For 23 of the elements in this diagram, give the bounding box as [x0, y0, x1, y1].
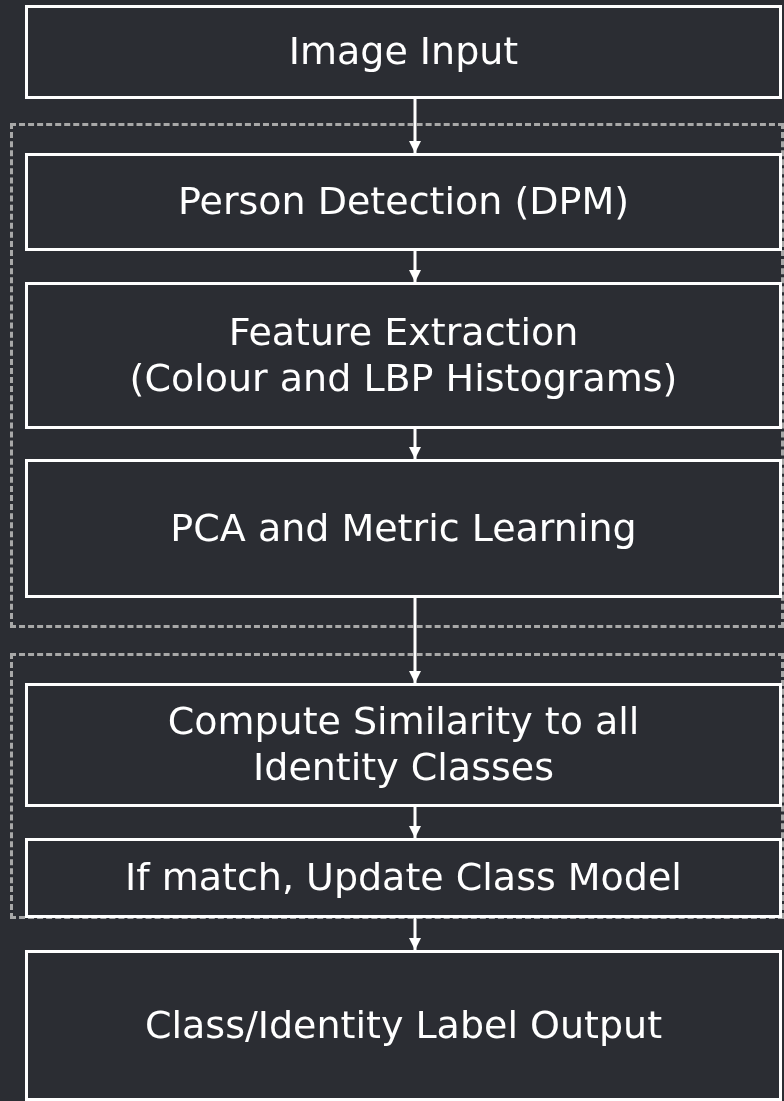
box-label: Compute Similarity to all Identity Classes: [166, 699, 641, 791]
box-label: Person Detection (DPM): [177, 179, 630, 225]
process-box: [25, 838, 782, 918]
box-label: Class/Identity Label Output: [144, 1002, 663, 1049]
arrow: [409, 429, 421, 459]
arrow: [409, 99, 421, 153]
process-box: [25, 5, 782, 99]
arrow: [409, 251, 421, 282]
process-box: [25, 282, 782, 429]
box-label: Feature Extraction: [228, 309, 579, 356]
box-label: Image Input: [288, 29, 519, 75]
box-label: (Colour and LBP Histograms): [129, 355, 678, 402]
arrow: [409, 598, 421, 683]
box-label: If match, Update Class Model: [125, 855, 682, 901]
process-box: [25, 153, 782, 251]
arrow: [409, 807, 421, 838]
dashed-group-box: [10, 123, 784, 628]
arrow: [409, 918, 421, 950]
dashed-group-box: [10, 653, 784, 919]
process-box: [25, 459, 782, 598]
box-label: PCA and Metric Learning: [170, 505, 637, 552]
process-box: [25, 683, 782, 807]
process-box: [25, 950, 782, 1101]
